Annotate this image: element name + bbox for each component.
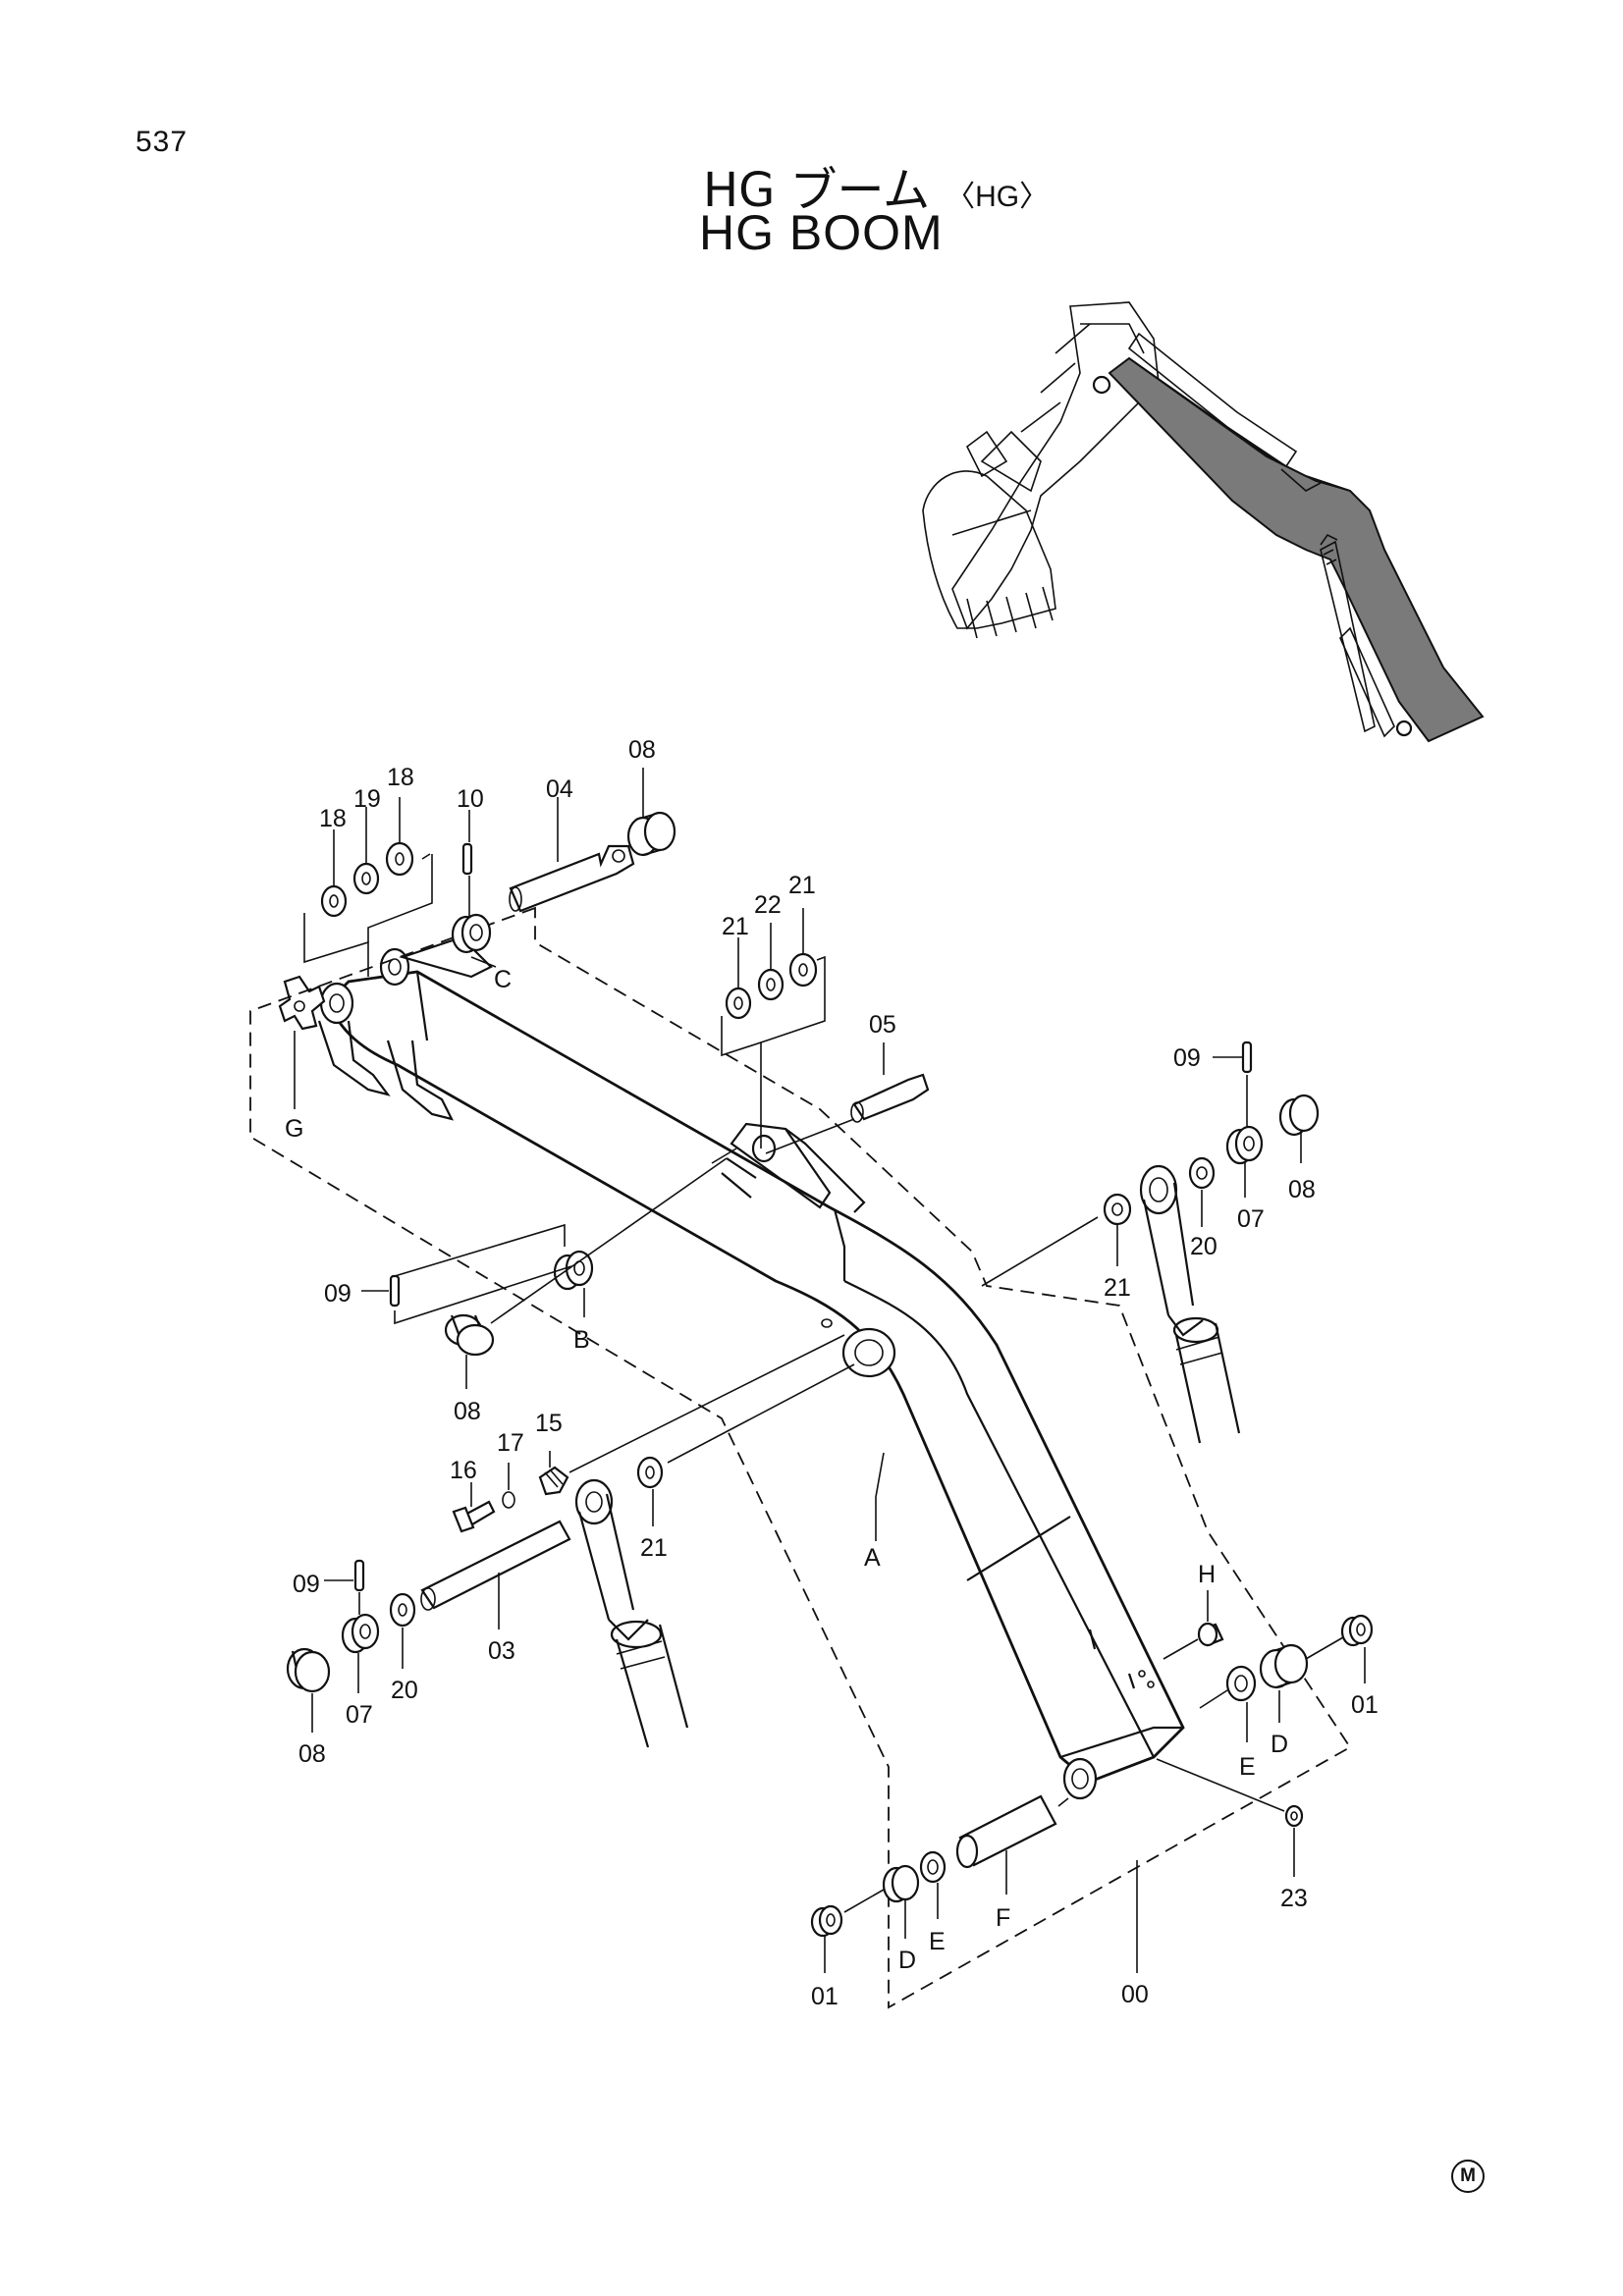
label-h: H	[1198, 1561, 1216, 1588]
label-21b: 21	[788, 872, 816, 899]
washer-20a	[1188, 1156, 1216, 1190]
label-00: 00	[1121, 1981, 1149, 2008]
label-21a: 21	[722, 913, 749, 940]
washer-17	[502, 1491, 515, 1509]
boom-main-body	[278, 935, 1185, 1800]
label-17: 17	[497, 1429, 524, 1457]
inset-boom-cylinder	[1320, 540, 1376, 733]
pin-04	[509, 844, 635, 913]
label-07b: 07	[346, 1701, 373, 1729]
corner-mark: M	[1451, 2160, 1485, 2193]
label-d1: D	[1271, 1731, 1288, 1758]
pin-04-group	[294, 768, 676, 1109]
label-a: A	[864, 1544, 881, 1572]
washer-21b	[788, 952, 818, 988]
washer-21d	[636, 1456, 664, 1489]
label-03: 03	[488, 1637, 515, 1665]
label-15: 15	[535, 1410, 563, 1437]
label-g: G	[285, 1115, 303, 1143]
label-08d: 08	[298, 1740, 326, 1768]
washer-22	[757, 968, 784, 1001]
title-model-tag: 〈HG〉	[946, 181, 1050, 213]
label-18b: 18	[387, 764, 414, 791]
bushing-b-group	[361, 1157, 728, 1389]
label-21c: 21	[1104, 1274, 1131, 1302]
foot-pin-left-group	[810, 1452, 1138, 1973]
inset-arm	[951, 301, 1160, 630]
label-c: C	[494, 966, 512, 993]
part-labels: 18 19 18 10 04 08 C G 21 22 21 05 09 07 …	[285, 736, 1379, 2010]
pin-03	[420, 1520, 571, 1610]
label-08b: 08	[1288, 1176, 1316, 1203]
label-01a: 01	[1351, 1691, 1379, 1719]
label-07a: 07	[1237, 1205, 1265, 1233]
label-09a: 09	[1173, 1044, 1201, 1072]
label-23: 23	[1280, 1885, 1308, 1912]
pin-09a	[1241, 1041, 1253, 1074]
pin-09b	[389, 1274, 401, 1308]
label-10: 10	[457, 785, 484, 813]
label-e1: E	[1239, 1753, 1256, 1781]
label-08a: 08	[628, 736, 656, 764]
fitting-23	[1284, 1804, 1304, 1828]
excavator-inset	[922, 301, 1485, 743]
foot-pin-right-group	[1156, 1590, 1374, 1877]
label-21d: 21	[640, 1534, 668, 1562]
assembly-boundary	[249, 906, 1352, 2009]
title-english: HG BOOM	[699, 205, 944, 260]
boom-cylinder-left-group	[286, 1334, 855, 1748]
pin-05	[852, 1073, 930, 1121]
washer-18b	[385, 841, 414, 877]
label-04: 04	[546, 775, 573, 803]
label-09c: 09	[293, 1571, 320, 1598]
washer-18a	[320, 884, 348, 918]
washer-21c	[1103, 1193, 1132, 1226]
bushing-e2	[919, 1850, 947, 1884]
bushing-e1	[1225, 1665, 1257, 1702]
washer-19	[352, 862, 380, 895]
label-f: F	[996, 1904, 1010, 1932]
label-20a: 20	[1190, 1233, 1217, 1260]
inset-bucket	[922, 470, 1056, 629]
title-japanese-text: HG ブーム	[703, 163, 931, 218]
washer-21a	[725, 987, 752, 1020]
arm-cylinder-right-group	[981, 1041, 1320, 1444]
label-d2: D	[898, 1947, 916, 1974]
label-20b: 20	[391, 1677, 418, 1704]
label-b: B	[573, 1326, 590, 1354]
label-e2: E	[929, 1928, 946, 1955]
boom-outline	[327, 970, 1185, 1784]
label-05: 05	[869, 1011, 896, 1039]
page-number: 537	[135, 126, 189, 158]
inset-boom-highlight	[1108, 356, 1485, 743]
label-19: 19	[353, 785, 381, 813]
cylinder-rod-eye-left	[574, 1478, 614, 1525]
pin-10	[461, 842, 473, 876]
pin-05-group	[721, 908, 930, 1154]
label-01b: 01	[811, 1983, 839, 2010]
label-16: 16	[450, 1457, 477, 1484]
label-09b: 09	[324, 1280, 352, 1308]
label-08c: 08	[454, 1398, 481, 1425]
pin-09c	[353, 1559, 365, 1592]
washer-20b	[389, 1592, 416, 1628]
label-22: 22	[754, 891, 782, 919]
label-18a: 18	[319, 805, 347, 832]
title-japanese: HG ブーム〈HG〉	[703, 151, 1049, 220]
plate-15	[538, 1466, 569, 1496]
